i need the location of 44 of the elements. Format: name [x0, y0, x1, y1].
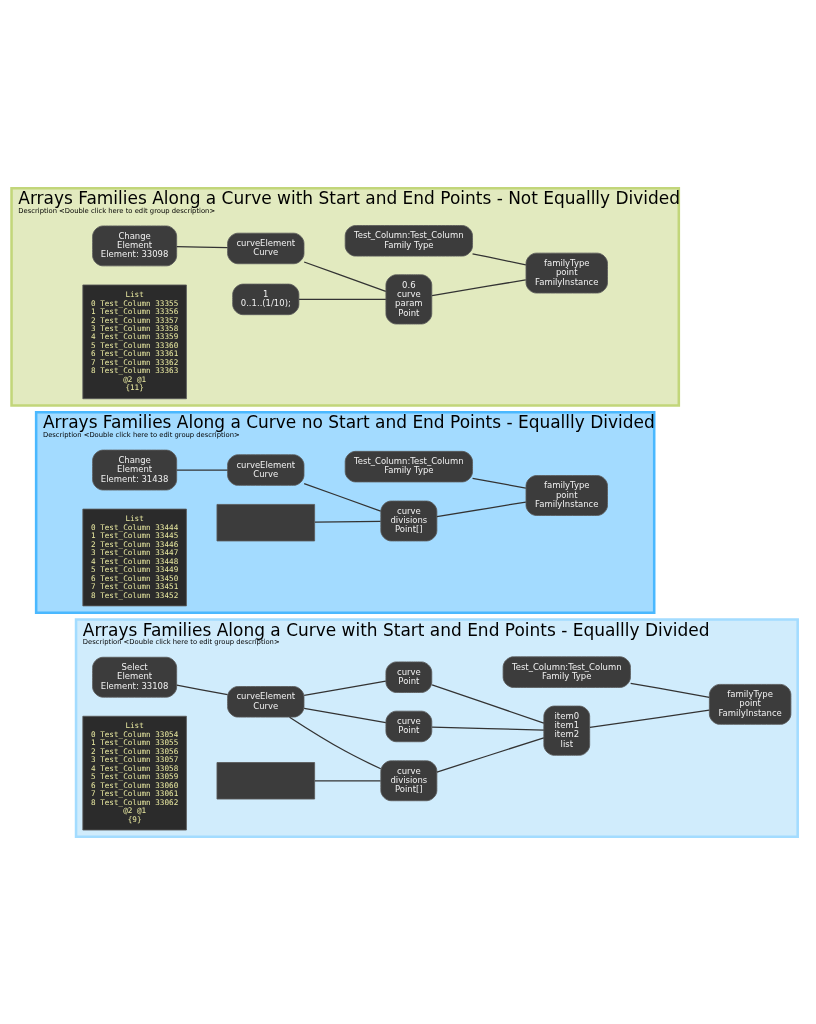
- node-box: 0.6 curve param Point: [385, 273, 433, 324]
- node-box: Change Element Element: 33098: [92, 225, 178, 266]
- node-box: curve Point: [385, 710, 433, 742]
- node-box: Test_Column:Test_Column Family Type: [502, 655, 631, 688]
- connector: [298, 298, 387, 300]
- connector: [176, 245, 229, 248]
- node-box: curve Point: [385, 661, 433, 693]
- node-box: curveElement Curve: [227, 232, 305, 264]
- node-box: familyType point FamilyInstance: [525, 474, 608, 516]
- connector: [471, 477, 527, 489]
- connector: [436, 736, 545, 773]
- node-box: Select Element Element: 33108: [92, 656, 178, 698]
- connector: [431, 278, 527, 296]
- node-box: Test_Column:Test_Column Family Type: [344, 450, 473, 482]
- connector: [314, 520, 382, 523]
- connector: [303, 482, 382, 512]
- node-box: curveElement Curve: [227, 685, 305, 718]
- connector: [431, 683, 545, 724]
- connector: [471, 252, 527, 265]
- connector: [436, 500, 527, 517]
- node-box: familyType point FamilyInstance: [708, 683, 792, 725]
- connector: [303, 679, 387, 696]
- connector: [314, 779, 382, 781]
- node-box: familyType point FamilyInstance: [525, 252, 608, 293]
- connector: [589, 709, 710, 728]
- node-box: item0 item1 item2 list: [543, 705, 591, 756]
- connector: [630, 682, 710, 698]
- connector: [176, 468, 229, 471]
- node-box: Change Element Element: 31438: [92, 449, 178, 490]
- node-box: 1 0..1..(1/10);: [232, 283, 300, 315]
- node-box: curve divisions Point[]: [380, 500, 438, 541]
- node-box: Test_Column:Test_Column Family Type: [344, 224, 473, 257]
- connector: [303, 707, 387, 723]
- connector: [431, 725, 545, 731]
- node-box: List 0 Test_Column 33444 1 Test_Column 33445 2 Test_Column 33446 3 Test_Column 33447 4 Test_Column 33448 5 Test_Column 33449 6 Test_Column 33450 7 Test_Column 33451 8 Test_Column 33452: [82, 508, 187, 606]
- node-box: List 0 Test_Column 33054 1 Test_Column 33055 2 Test_Column 33056 3 Test_Column 33057 4 Test_Column 33058 5 Test_Column 33059 6 Test_Column 33060 7 Test_Column 33061 8 Test_Column 33062 @2 @1 {9}: [82, 715, 187, 830]
- node-box: List 0 Test_Column 33355 1 Test_Column 33356 2 Test_Column 33357 3 Test_Column 33358 4 Test_Column 33359 5 Test_Column 33360 6 Test_Column 33361 7 Test_Column 33362 8 Test_Column 33363 @2 @1 {11}: [82, 284, 187, 399]
- node-box: curveElement Curve: [227, 453, 305, 486]
- connector: [288, 716, 382, 769]
- node-box: curve divisions Point[]: [380, 759, 438, 801]
- connector: [303, 260, 387, 292]
- node-box: [216, 503, 316, 541]
- node-box: [216, 761, 316, 799]
- connector: [176, 683, 229, 695]
